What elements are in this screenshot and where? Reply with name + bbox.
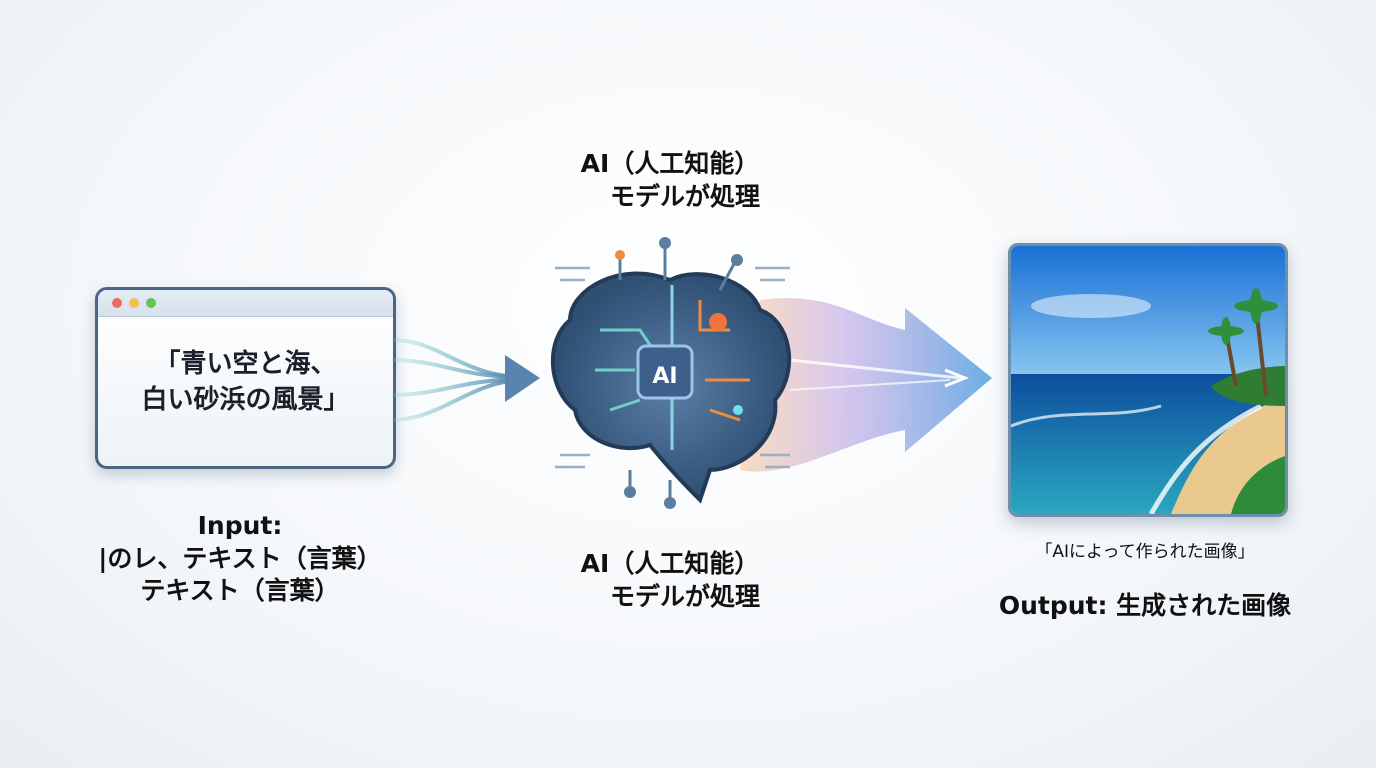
maximize-dot-icon — [146, 298, 156, 308]
minimize-dot-icon — [129, 298, 139, 308]
close-dot-icon — [112, 298, 122, 308]
bottom-label-line1: AI（人工知能） — [580, 549, 760, 578]
prompt-line2: 白い砂浜の風景」 — [141, 385, 350, 416]
generated-beach-image — [1008, 243, 1288, 517]
top-label-line2: モデルが処理 — [609, 181, 760, 211]
input-arrow-icon — [391, 338, 540, 422]
brain-ai-badge: AI — [652, 364, 677, 389]
brain-icon — [550, 237, 792, 509]
input-label-line2: |のレ、テキスト（言葉） — [98, 543, 382, 573]
top-label-line1: AI（人工知能） — [580, 149, 760, 178]
output-arrow-icon — [740, 297, 992, 472]
input-label-line3: テキスト（言葉） — [140, 576, 340, 605]
top-process-label: AI（人工知能） モデルが処理 — [520, 148, 820, 213]
output-caption: 「AIによって作られた画像」 — [1035, 542, 1255, 562]
input-label-line1: Input: — [197, 511, 283, 540]
prompt-line1: 「青い空と海、 — [154, 349, 337, 379]
bottom-label-line2: モデルが処理 — [609, 581, 760, 611]
window-titlebar — [98, 290, 393, 317]
input-prompt-text: 「青い空と海、 白い砂浜の風景」 — [98, 346, 393, 419]
bottom-process-label: AI（人工知能） モデルが処理 — [520, 548, 820, 613]
input-text-window: 「青い空と海、 白い砂浜の風景」 — [95, 287, 396, 469]
beach-scene — [1011, 246, 1285, 514]
input-label: Input: |のレ、テキスト（言葉） テキスト（言葉） — [40, 510, 440, 608]
output-label: Output: 生成された画像 — [998, 591, 1292, 620]
